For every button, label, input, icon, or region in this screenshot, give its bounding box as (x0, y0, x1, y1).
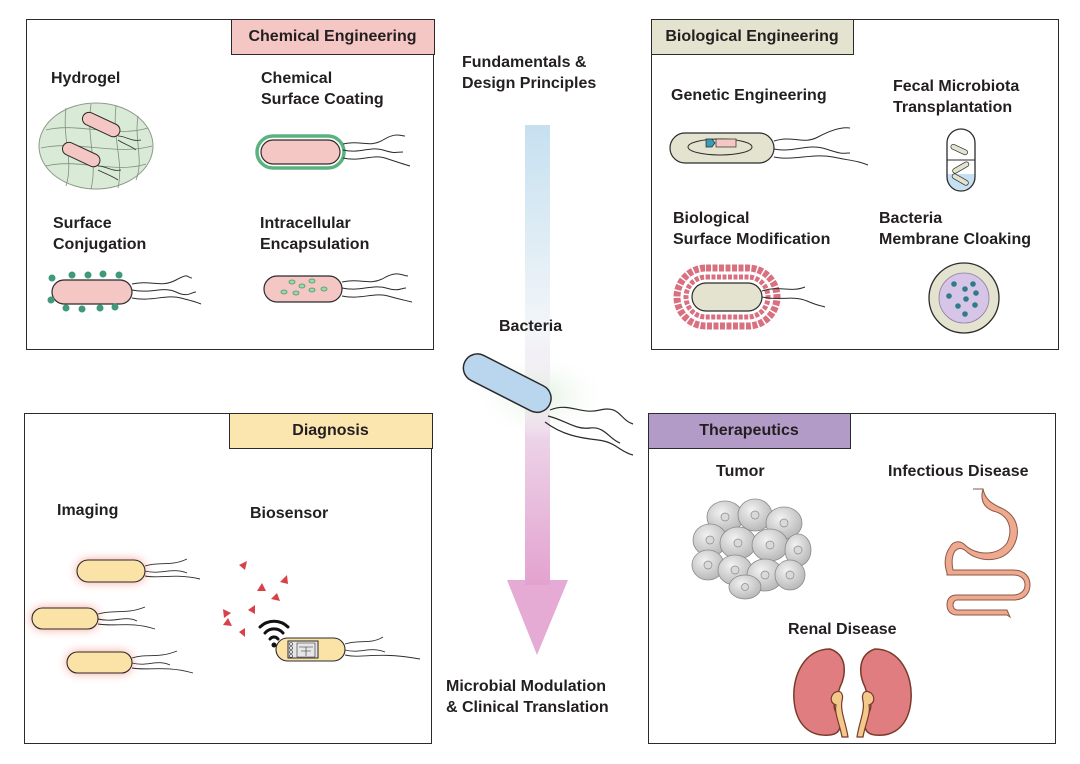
hydrogel-illustration (38, 102, 154, 190)
imaging-illustration (31, 558, 201, 674)
biological-engineering-title: Biological Engineering (650, 18, 854, 55)
fmt-label: Fecal Microbiota Transplantation (893, 78, 1020, 116)
genetic-engineering-illustration (669, 127, 869, 166)
wifi-icon (258, 619, 290, 641)
chemical-surface-coating-label: Chemical Surface Coating (261, 70, 384, 108)
biological-surface-modification-label: Biological Surface Modification (673, 210, 831, 248)
surface-coating-illustration (255, 134, 411, 170)
biosensor-illustration (223, 561, 421, 662)
therapeutics-panel: Therapeutics (647, 412, 1056, 744)
diagnosis-title: Diagnosis (228, 412, 433, 449)
kidneys-illustration (793, 648, 912, 738)
renal-disease-label: Renal Disease (788, 621, 897, 638)
encapsulation-illustration (263, 273, 413, 303)
therapeutics-title: Therapeutics (647, 412, 851, 449)
bottom-label: Microbial Modulation & Clinical Translat… (446, 678, 609, 716)
tumor-label: Tumor (716, 463, 765, 480)
infectious-disease-label: Infectious Disease (888, 463, 1029, 480)
biosensor-label: Biosensor (250, 505, 329, 522)
imaging-label: Imaging (57, 502, 119, 519)
surface-conjugation-illustration (47, 270, 202, 313)
surface-conjugation-label: Surface Conjugation (53, 215, 147, 253)
genetic-engineering-label: Genetic Engineering (671, 87, 827, 104)
hydrogel-label: Hydrogel (51, 70, 121, 87)
fmt-capsule-illustration (946, 128, 976, 192)
membrane-cloaking-illustration (928, 262, 1000, 334)
intracellular-encapsulation-label: Intracellular Encapsulation (260, 215, 370, 253)
tumor-illustration (691, 498, 812, 600)
surface-modification-illustration (673, 264, 826, 330)
signal-molecules (223, 561, 288, 637)
top-label: Fundamentals & Design Principles (462, 54, 597, 92)
bacteria-label: Bacteria (499, 318, 563, 335)
membrane-cloaking-label: Bacteria Membrane Cloaking (879, 210, 1032, 248)
chemical-engineering-title: Chemical Engineering (230, 18, 435, 55)
stomach-illustration (944, 488, 1031, 619)
central-bacterium (462, 350, 634, 456)
